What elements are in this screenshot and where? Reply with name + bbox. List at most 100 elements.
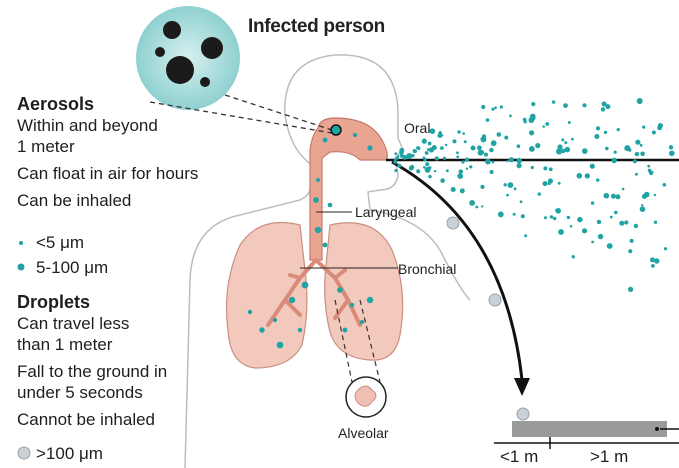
aerosol-particle	[544, 216, 547, 219]
aerosol-particle	[553, 217, 557, 221]
aerosol-particle	[570, 225, 573, 228]
distance-near-label: <1 m	[500, 446, 538, 467]
droplets-line: than 1 meter	[17, 334, 167, 355]
aerosol-particle	[313, 197, 319, 203]
aerosol-particle	[664, 247, 667, 250]
aerosol-particle	[549, 167, 553, 171]
aerosol-particle	[582, 228, 587, 233]
aerosol-particle	[615, 194, 620, 199]
aerosol-particle	[494, 106, 497, 109]
aerosol-particle	[531, 116, 536, 121]
aerosol-particle	[611, 194, 616, 199]
left-lung	[227, 223, 307, 369]
aerosol-particle	[485, 159, 491, 165]
aerosol-particle	[531, 102, 535, 106]
aerosol-particle	[633, 159, 637, 163]
aerosol-particle	[409, 166, 414, 171]
arrowhead	[514, 378, 530, 396]
aerosol-particle	[602, 102, 607, 107]
aerosol-particle	[490, 170, 494, 174]
aerosol-particle	[506, 194, 509, 197]
aerosol-particle	[604, 131, 607, 134]
aerosol-particle	[545, 122, 549, 126]
aerosol-particle	[647, 165, 650, 168]
aerosol-particle	[323, 138, 328, 143]
aerosol-particle	[531, 166, 534, 169]
aerosol-particle	[482, 134, 486, 138]
aerosol-particle	[367, 145, 372, 150]
aerosol-particle	[477, 145, 482, 150]
aerosol-particle	[461, 160, 464, 163]
aerosol-particle	[635, 173, 638, 176]
aerosol-particle	[567, 216, 570, 219]
aerosol-particle	[558, 229, 564, 235]
aerosols-line: Can be inhaled	[17, 190, 198, 211]
aerosol-particle	[614, 151, 617, 154]
ground-bar	[512, 421, 667, 437]
aerosol-particle	[601, 107, 605, 111]
aerosol-particle	[669, 151, 675, 157]
droplets-line: Fall to the ground in	[17, 361, 167, 382]
aerosol-particle	[594, 134, 599, 139]
aerosol-particle	[315, 227, 321, 233]
aerosol-particle	[459, 169, 463, 173]
aerosol-particle	[456, 156, 459, 159]
aerosols-legend: Aerosols Within and beyond 1 meter Can f…	[17, 94, 198, 211]
aerosol-particle	[652, 131, 656, 135]
aerosol-particle	[277, 342, 284, 349]
aerosol-particle	[640, 144, 643, 147]
aerosol-particle	[561, 138, 564, 141]
aerosol-particle	[565, 147, 571, 153]
aerosol-particle	[469, 165, 472, 168]
aerosol-particle	[248, 310, 252, 314]
droplet-particles	[447, 217, 529, 420]
aerosol-particle	[484, 153, 488, 157]
aerosol-particle	[343, 328, 348, 333]
aerosol-particle	[425, 151, 429, 155]
aerosol-particle	[434, 170, 436, 172]
aerosol-particle	[491, 140, 497, 146]
aerosol-particle	[529, 130, 534, 135]
aerosol-particle	[509, 115, 512, 118]
aerosol-particle	[259, 327, 264, 332]
aerosol-particle	[634, 224, 638, 228]
aerosol-particle	[394, 152, 397, 155]
aerosol-particle	[535, 143, 540, 148]
aerosol-particle	[464, 140, 467, 143]
aerosol-particle	[337, 287, 343, 293]
aerosol-particle	[413, 149, 417, 153]
aerosol-particle	[596, 178, 599, 181]
label-alveolar: Alveolar	[338, 425, 389, 441]
aerosol-particle	[577, 217, 582, 222]
aerosol-particle	[443, 157, 446, 160]
aerosol-particle	[486, 118, 490, 122]
aerosol-size-small: <5 μm	[36, 232, 84, 253]
aerosol-particle	[624, 145, 630, 151]
aerosol-particle	[481, 205, 483, 207]
droplet-marker	[18, 447, 30, 459]
droplets-line: Can travel less	[17, 313, 167, 334]
aerosol-particle	[641, 204, 643, 206]
aerosol-particle	[481, 105, 485, 109]
aerosol-particle	[543, 181, 548, 186]
aerosol-particle	[432, 145, 437, 150]
aerosol-particle	[577, 173, 583, 179]
aerosol-particle	[548, 178, 553, 183]
aerosol-particle	[416, 169, 420, 173]
label-laryngeal: Laryngeal	[355, 204, 417, 220]
aerosol-particle	[471, 146, 476, 151]
aerosol-particle	[456, 151, 459, 154]
aerosol-particle	[462, 132, 465, 135]
aerosol-particle	[619, 221, 624, 226]
aerosol-particle	[622, 188, 625, 191]
aerosol-particle	[500, 105, 503, 108]
aerosol-large-marker	[18, 264, 25, 271]
aerosol-particle	[591, 201, 594, 204]
aerosol-particle	[492, 161, 495, 164]
aerosol-particle	[552, 100, 555, 103]
droplets-line: Cannot be inhaled	[17, 409, 167, 430]
aerosol-particle	[453, 139, 457, 143]
aerosol-particle	[624, 220, 628, 224]
aerosol-particle	[428, 175, 431, 178]
aerosol-particle	[557, 209, 560, 212]
